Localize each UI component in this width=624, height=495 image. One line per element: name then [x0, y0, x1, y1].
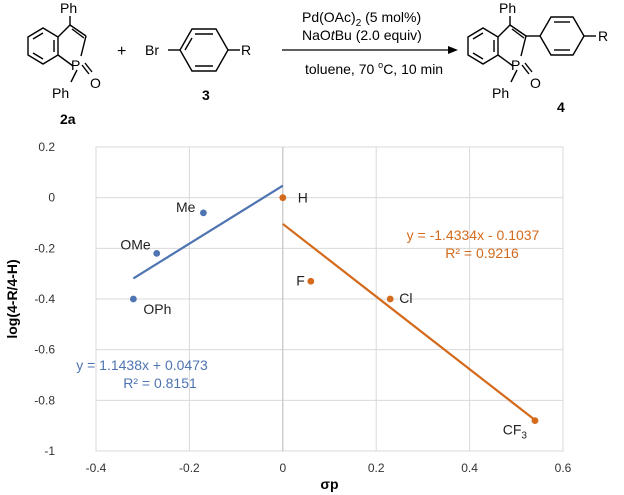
hammett-plot: -1 -0.8 -0.6 -0.4 -0.2 0 0.2 -0.4 -0.2 0 0.2 0.4 0.…: [4, 140, 572, 492]
product-o-atom: O: [530, 75, 541, 91]
reactant-ph-bottom: Ph: [52, 85, 69, 101]
catalyst-condition: Pd(OAc)2 (5 mol%): [302, 9, 421, 29]
y-tick-label: -0.4: [34, 292, 55, 306]
y-tick-label: -1: [44, 444, 55, 458]
product-p-atom: P: [511, 57, 520, 73]
point-label: OPh: [143, 301, 171, 317]
solvent-condition: toluene, 70 oC, 10 min: [305, 60, 443, 77]
reactant-o-atom: O: [90, 75, 101, 91]
trendline-2: [282, 223, 536, 421]
plot-border: [95, 146, 564, 452]
plus-sign: +: [117, 43, 126, 60]
y-tick-label: -0.2: [34, 241, 55, 255]
y-tick-labels: -1 -0.8 -0.6 -0.4 -0.2 0 0.2: [34, 140, 55, 458]
data-point: [531, 417, 539, 424]
x-tick-label: 0.4: [461, 461, 478, 475]
x-axis-label: σp: [320, 476, 338, 492]
data-points: [129, 194, 539, 424]
reaction-scheme: Ph P O Ph 2a + Br R 3 Pd(OAc)2 (5 mol%) …: [27, 0, 608, 127]
fit-equations: y = 1.1438x + 0.0473 R² = 0.8151 y = -1.43…: [76, 227, 539, 391]
data-point: [200, 209, 207, 217]
product-number: 4: [557, 99, 565, 115]
x-tick-labels: -0.4 -0.2 0 0.2 0.4 0.6: [86, 461, 572, 475]
data-point: [153, 250, 161, 257]
fit-equation: y = -1.4334x - 0.1037: [407, 227, 540, 243]
y-axis-label: log(4-R/4-H): [4, 259, 20, 338]
product-ph-bottom: Ph: [492, 85, 509, 101]
trendlines: [132, 184, 536, 421]
product-ph-top: Ph: [499, 0, 516, 16]
point-label: Cl: [399, 290, 412, 306]
point-label: OMe: [120, 236, 151, 252]
point-label: Me: [176, 199, 196, 215]
reactant-ph-top: Ph: [60, 0, 77, 16]
fit-r-squared: R² = 0.9216: [445, 245, 519, 261]
base-condition: NaOtBu (2.0 equiv): [302, 27, 422, 43]
trendline-1: [132, 184, 284, 280]
point-label: CF3: [503, 422, 528, 442]
gridlines: [96, 146, 563, 452]
x-tick-label: 0.6: [555, 461, 572, 475]
y-tick-label: -0.6: [34, 343, 55, 357]
data-point: [279, 194, 287, 202]
aryl-number: 3: [202, 87, 210, 103]
product-r-label: R: [598, 28, 608, 44]
point-label: H: [298, 190, 308, 206]
fit-r-squared: R² = 0.8151: [123, 375, 197, 391]
x-tick-label: -0.2: [179, 461, 200, 475]
x-tick-label: 0.2: [368, 461, 385, 475]
y-tick-label: 0.2: [38, 140, 55, 154]
bromine-label: Br: [145, 42, 159, 58]
reaction-arrow: [282, 46, 458, 54]
x-tick-label: -0.4: [86, 461, 107, 475]
reactant-2a-structure: [27, 16, 93, 83]
product-4-structure: [467, 16, 596, 83]
aryl-r-label: R: [241, 42, 251, 58]
reactant-number: 2a: [60, 111, 76, 127]
y-tick-label: 0: [48, 191, 55, 205]
y-tick-label: -0.8: [34, 393, 55, 407]
data-point: [386, 295, 394, 303]
data-point: [129, 295, 137, 303]
fit-equation: y = 1.1438x + 0.0473: [76, 357, 208, 373]
aryl-bromide-structure: [168, 28, 240, 72]
point-label: F: [296, 272, 305, 288]
reactant-p-atom: P: [71, 57, 80, 73]
x-tick-label: 0: [279, 461, 286, 475]
data-point: [307, 277, 315, 285]
